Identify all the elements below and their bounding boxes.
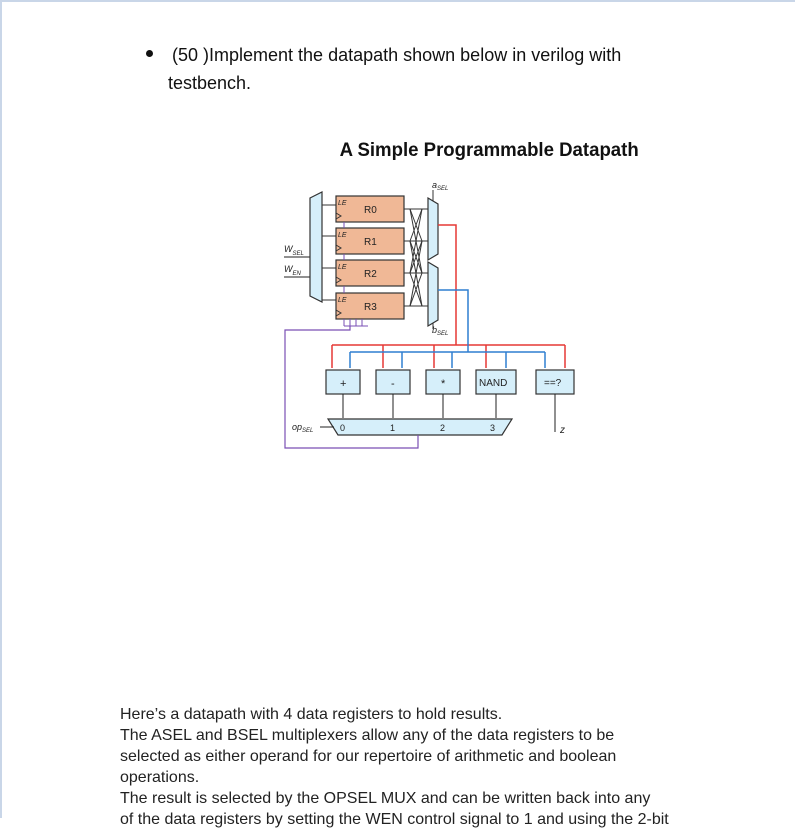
register-r0-label: R0 bbox=[364, 205, 377, 216]
op-add-label: + bbox=[340, 378, 346, 390]
bullet-icon bbox=[146, 50, 153, 57]
write-decoder bbox=[309, 191, 323, 303]
asel-mux bbox=[427, 196, 439, 262]
le-label: LE bbox=[338, 200, 347, 207]
paragraph-line-1: Here’s a datapath with 4 data registers … bbox=[120, 706, 503, 723]
le-label: LE bbox=[338, 297, 347, 304]
register-r3: LE R3 bbox=[335, 292, 405, 320]
register-output-wires bbox=[404, 208, 428, 307]
paragraph-line-5: The result is selected by the OPSEL MUX … bbox=[120, 790, 651, 807]
a-operand-bus bbox=[331, 224, 566, 368]
bsel-mux bbox=[427, 260, 439, 328]
diagram-title: A Simple Programmable Datapath bbox=[340, 139, 639, 160]
mux-input-3: 3 bbox=[490, 423, 495, 433]
page-left-border bbox=[0, 0, 2, 818]
mux-input-0: 0 bbox=[340, 423, 345, 433]
op-box-multiply: * bbox=[425, 369, 461, 395]
register-r2: LE R2 bbox=[335, 259, 405, 287]
op-box-subtract: - bbox=[375, 369, 411, 395]
page-top-border bbox=[0, 0, 795, 2]
op-nand-label: NAND bbox=[479, 378, 507, 389]
le-label: LE bbox=[338, 264, 347, 271]
mux-input-2: 2 bbox=[440, 423, 445, 433]
register-r1-label: R1 bbox=[364, 237, 377, 248]
register-r0: LE R0 bbox=[335, 195, 405, 223]
b-operand-bus bbox=[349, 289, 546, 368]
op-box-nand: NAND bbox=[475, 369, 517, 395]
paragraph-line-6: of the data registers by setting the WEN… bbox=[120, 811, 669, 828]
register-r3-label: R3 bbox=[364, 302, 377, 313]
paragraph-line-4: operations. bbox=[120, 769, 200, 786]
op-equal-label: ==? bbox=[544, 378, 562, 389]
wen-label: WEN bbox=[284, 264, 302, 277]
opsel-label: opSEL bbox=[292, 422, 313, 434]
datapath-diagram: A Simple Programmable Datapath WSEL WEN … bbox=[284, 139, 639, 449]
writeback-bus-local bbox=[343, 222, 368, 327]
register-r2-label: R2 bbox=[364, 269, 377, 280]
op-multiply-label: * bbox=[441, 378, 446, 390]
paragraph-line-2: The ASEL and BSEL multiplexers allow any… bbox=[120, 727, 615, 744]
question-line-1: (50 )Implement the datapath shown below … bbox=[172, 45, 622, 65]
mux-input-1: 1 bbox=[390, 423, 395, 433]
op-subtract-label: - bbox=[391, 378, 395, 390]
question-line-2: testbench. bbox=[168, 73, 252, 93]
le-label: LE bbox=[338, 232, 347, 239]
register-r1: LE R1 bbox=[335, 227, 405, 255]
le-wires bbox=[322, 204, 336, 301]
opsel-mux bbox=[326, 418, 514, 436]
op-output-wires bbox=[342, 394, 556, 432]
asel-label: aSEL bbox=[432, 180, 448, 192]
wsel-label: WSEL bbox=[284, 244, 304, 257]
op-box-equal: ==? bbox=[535, 369, 575, 395]
paragraph-line-3: selected as either operand for our reper… bbox=[120, 748, 617, 765]
op-box-add: + bbox=[325, 369, 361, 395]
z-label: z bbox=[559, 425, 565, 436]
bsel-label: bSEL bbox=[432, 325, 448, 337]
writeback-loop bbox=[284, 326, 419, 449]
